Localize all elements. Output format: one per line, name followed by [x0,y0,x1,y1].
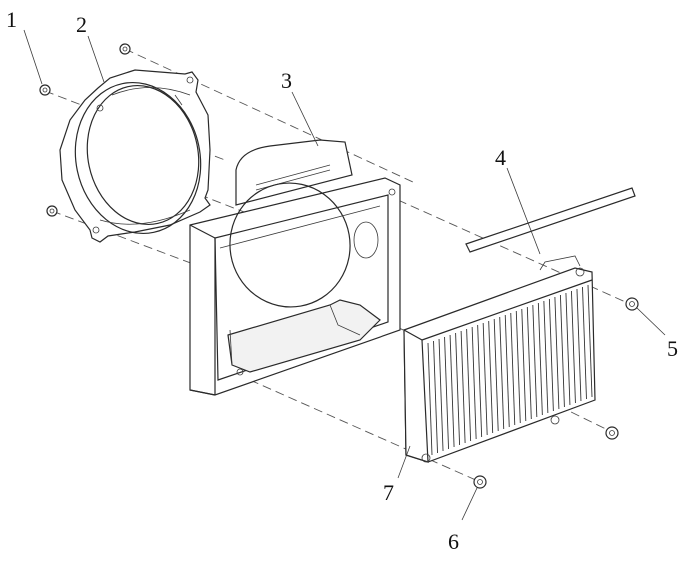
radiator-frame-part-3 [189,139,401,396]
radiator-fin [521,308,527,422]
callout-1: 1 [6,7,17,32]
radiator-fin [565,292,571,406]
radiator-fin [532,304,538,418]
radiator-fin [477,324,483,438]
callout-7: 7 [383,480,394,505]
radiator-fin [471,326,477,440]
radiator-fin [510,312,516,426]
radiator-fin [576,288,582,402]
radiator-fin [554,296,560,410]
radiator-fin [570,290,576,404]
callout-6: 6 [448,529,459,554]
radiator-fin [427,342,433,456]
sealing-strip-part-4 [465,187,636,253]
callout-leader-lines [23,29,666,521]
radiator-fin [460,330,466,444]
radiator-fin [504,314,510,428]
radiator-fin [499,316,505,430]
callout-4: 4 [495,145,506,170]
radiator-fin [548,298,554,412]
radiator-fin [515,310,521,424]
radiator-fin [543,300,549,414]
callout-labels: 1 2 3 4 5 6 7 [6,7,678,554]
radiator-fins [427,284,593,456]
callout-5: 5 [667,336,678,361]
radiator-fin [526,306,532,420]
radiator-fin [537,302,543,416]
radiator-fin [482,322,488,436]
radiator-fin [449,334,455,448]
radiator-core-part-7 [403,255,596,463]
radiator-fin [433,340,438,454]
radiator-fin [444,336,450,450]
radiator-fin [587,284,593,398]
radiator-fin [466,328,472,442]
radiator-fin [493,318,499,432]
bolt-part-5 [625,297,639,311]
radiator-fin [488,320,494,434]
radiator-fin [582,286,587,400]
nut-part-6 [473,426,619,489]
callout-3: 3 [281,68,292,93]
callout-2: 2 [76,12,87,37]
fan-shroud-ring-part-2 [59,69,211,243]
radiator-fin [455,332,461,446]
radiator-fin [559,294,565,408]
radiator-fin [438,338,444,452]
